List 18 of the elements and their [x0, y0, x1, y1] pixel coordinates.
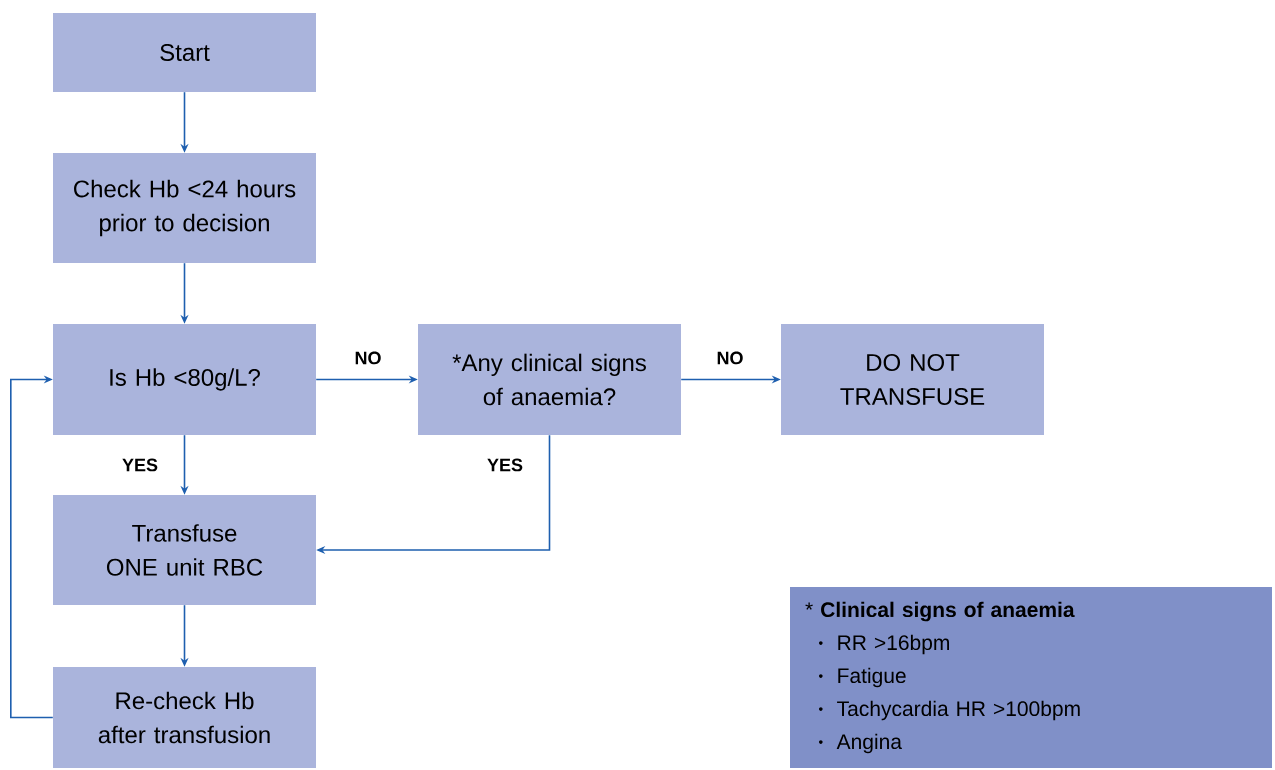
legend-heading: *Clinical signs of anaemia [805, 601, 1075, 622]
process-box: Check Hb <24 hours prior to decision [53, 153, 316, 263]
edge-label: YES [487, 458, 523, 472]
process-box: Re-check Hb after transfusion [53, 667, 316, 768]
process-box: *Any clinical signs of anaemia? [418, 324, 681, 435]
legend-item: Fatigue [838, 667, 906, 688]
legend-box [790, 587, 1272, 768]
legend-item: Angina [836, 733, 902, 754]
process-box: DO NOT TRANSFUSE [781, 324, 1044, 435]
process-box: Is Hb <80g/L? [53, 324, 316, 435]
edge-label: NO [355, 351, 381, 365]
arrow [10, 375, 54, 719]
legend-item: Tachycardia HR >100bpm [837, 700, 1080, 721]
edge-label: NO [717, 351, 743, 365]
edge-label: YES [122, 458, 158, 472]
process-box: Transfuse ONE unit RBC [53, 495, 316, 605]
legend-item: RR >16bpm [838, 634, 949, 655]
process-box: Start [53, 13, 316, 92]
